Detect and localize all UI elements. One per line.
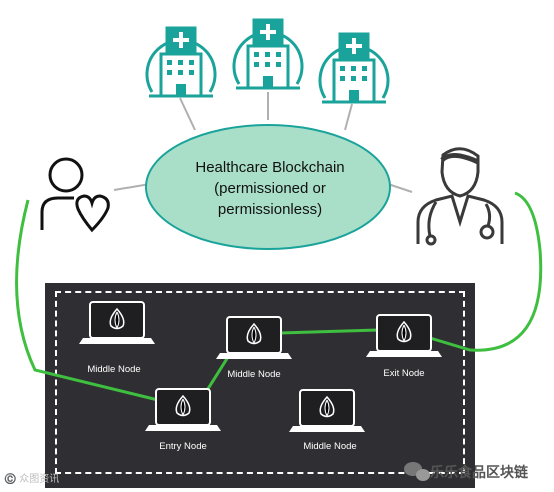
route-patient-to-entry xyxy=(15,199,159,402)
blockchain-subtitle-2: permissionless) xyxy=(217,201,323,218)
watermark-left: ©️ 众图资讯 xyxy=(4,474,60,485)
onion-laptop-icon xyxy=(216,316,292,359)
network-boundary xyxy=(55,291,465,474)
onion-laptop-icon xyxy=(145,388,221,431)
hospital-icon xyxy=(232,18,304,90)
connector-hospital-3 xyxy=(344,103,353,131)
connector-hospital-1 xyxy=(179,97,196,131)
blockchain-subtitle-1: (permissioned or xyxy=(214,180,326,197)
blockchain-label: Healthcare Blockchain (permissioned or p… xyxy=(160,157,380,220)
connector-doctor xyxy=(387,183,413,193)
blockchain-ellipse xyxy=(145,124,391,250)
entry-node-label: Entry Node xyxy=(159,441,207,452)
watermark-right: 乐乐食品区块链 xyxy=(430,464,528,480)
patient-heart-icon xyxy=(40,157,110,233)
hospital-icon xyxy=(145,26,217,98)
route-lines xyxy=(15,191,543,402)
onion-laptop-icon xyxy=(289,389,365,432)
blockchain-title: Healthcare Blockchain xyxy=(195,159,345,176)
middle-node-bottom-label: Middle Node xyxy=(303,441,357,452)
connector-patient xyxy=(113,183,151,191)
middle-node-left-label: Middle Node xyxy=(87,364,141,375)
wechat-watermark-icon xyxy=(404,462,430,481)
onion-laptop-icon xyxy=(366,314,442,357)
hospital-icon xyxy=(318,32,390,104)
route-middle-to-exit xyxy=(279,328,379,335)
doctor-icon xyxy=(416,147,504,246)
route-entry-to-middle xyxy=(204,356,230,393)
exit-node-label: Exit Node xyxy=(383,368,425,379)
middle-node-top-label: Middle Node xyxy=(227,369,281,380)
connector-lines xyxy=(113,92,413,193)
route-exit-to-doctor xyxy=(429,191,543,352)
onion-laptop-icon xyxy=(79,301,155,344)
